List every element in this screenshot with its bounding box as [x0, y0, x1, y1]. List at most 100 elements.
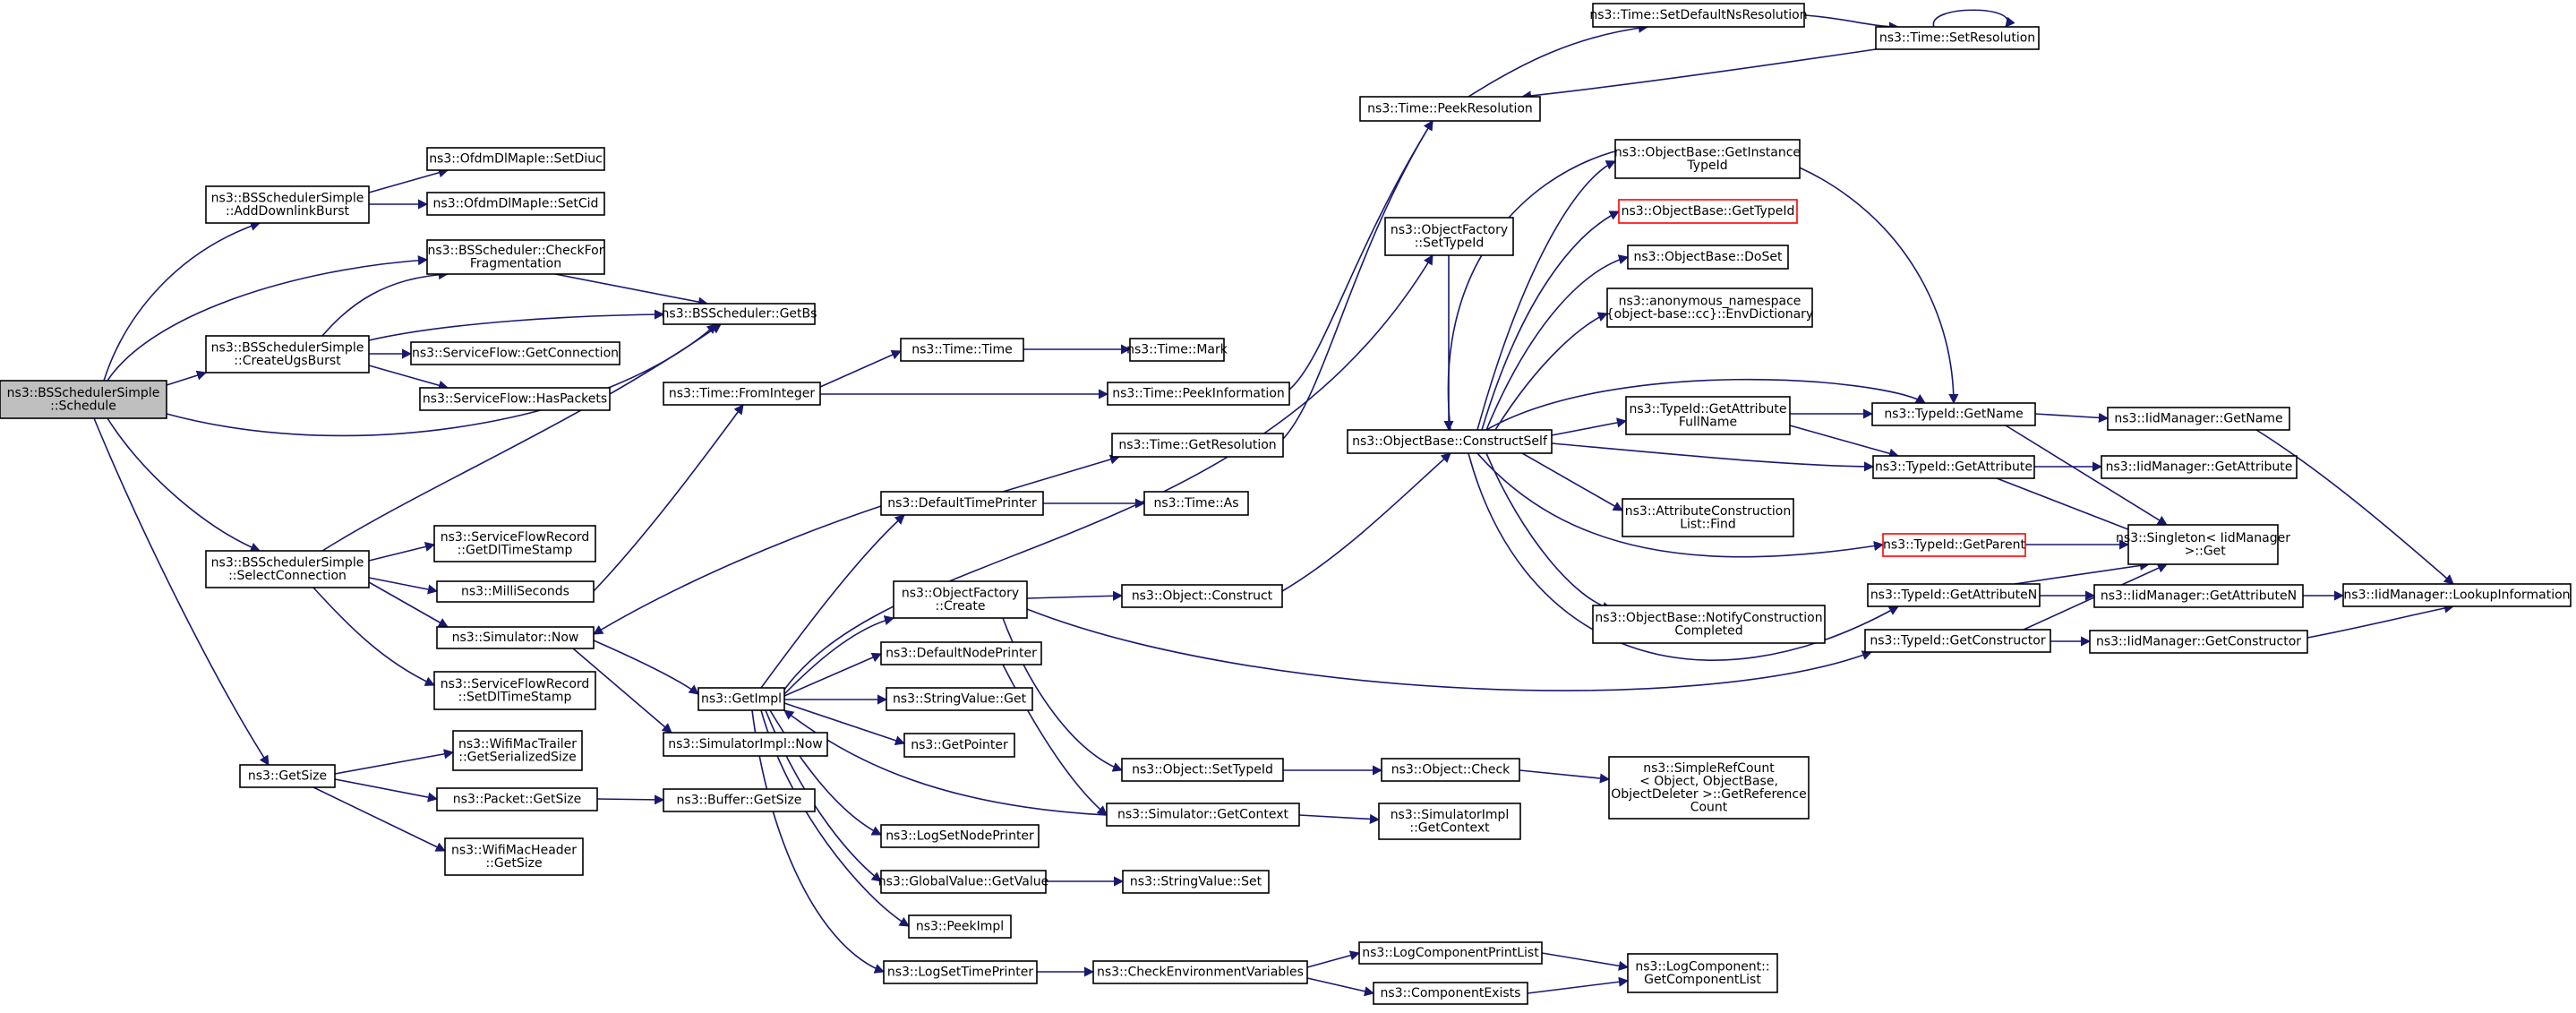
node-n17[interactable]: ns3::WifiMacHeader::GetSize	[444, 837, 584, 876]
node-label-line: ns3::TypeId::GetAttribute	[1630, 402, 1787, 416]
node-n7[interactable]: ns3::ServiceFlow::GetConnection	[410, 341, 620, 365]
node-n30[interactable]: ns3::SimulatorImpl::Now	[663, 732, 828, 757]
edge-n0-to-n9	[107, 417, 261, 553]
node-bsscheduler-getbs[interactable]: ns3::BSScheduler::GetBs	[662, 303, 817, 325]
edge-arrow	[368, 365, 449, 391]
node-label-line: ns3::DefaultTimePrinter	[887, 496, 1037, 511]
node-n2[interactable]: ns3::OfdmDlMapIe::SetDiuc	[426, 147, 605, 171]
node-box	[433, 671, 596, 710]
node-n64[interactable]: ns3::IidManager::GetName	[2107, 407, 2290, 431]
node-n15[interactable]: ns3::WifiMacTrailer::GetSerializedSize	[452, 730, 583, 771]
node-n48[interactable]: ns3::Simulator::GetContext	[1106, 803, 1300, 827]
node-n21[interactable]: ns3::Time::Mark	[1126, 338, 1228, 362]
node-n46[interactable]: ns3::Object::Check	[1381, 758, 1520, 782]
node-n10[interactable]: ns3::ServiceFlowRecord::GetDlTimeStamp	[433, 525, 596, 562]
node-box	[1592, 3, 1805, 28]
node-n43[interactable]: ns3::LogComponent::GetComponentList	[1627, 953, 1778, 993]
node-n35[interactable]: ns3::LogSetNodePrinter	[880, 824, 1040, 848]
node-typeid-getname[interactable]: ns3::TypeId::GetName	[1871, 402, 2036, 426]
node-n9[interactable]: ns3::BSSchedulerSimple::SelectConnection	[205, 550, 370, 588]
node-box	[880, 641, 1042, 665]
edge-n59-to-n64	[2034, 412, 2110, 423]
node-n18[interactable]: ns3::Buffer::GetSize	[663, 788, 816, 812]
node-n50[interactable]: ns3::ObjectFactory::SetTypeId	[1384, 217, 1514, 256]
edge-arrow	[1996, 477, 2151, 539]
node-objectbase-constructself[interactable]: ns3::ObjectBase::ConstructSelf	[1347, 429, 1553, 454]
node-n16[interactable]: ns3::Packet::GetSize	[436, 787, 598, 811]
node-n25[interactable]: ns3::Time::SetDefaultNsResolution	[1589, 3, 1808, 28]
node-n68[interactable]: ns3::IidManager::GetConstructor	[2089, 630, 2308, 654]
node-n47[interactable]: ns3::SimpleRefCount< Object, ObjectBase,…	[1608, 756, 1810, 820]
node-box	[2093, 584, 2304, 608]
node-box	[1882, 533, 2026, 557]
node-n13[interactable]: ns3::ServiceFlowRecord::SetDlTimeStamp	[433, 671, 596, 710]
node-n24[interactable]: ns3::Time::PeekResolution	[1359, 96, 1541, 122]
node-n60[interactable]: ns3::TypeId::GetAttribute	[1872, 455, 2035, 479]
node-box	[2089, 630, 2308, 654]
node-n36[interactable]: ns3::GlobalValue::GetValue	[878, 870, 1048, 894]
node-label-line: ns3::ComponentExists	[1381, 986, 1521, 1000]
node-n61[interactable]: ns3::TypeId::GetParent	[1882, 533, 2026, 557]
node-n40[interactable]: ns3::CheckEnvironmentVariables	[1092, 960, 1308, 984]
node-box	[426, 192, 605, 216]
edge-n31-to-n44	[1026, 590, 1124, 601]
node-n45[interactable]: ns3::Object::SetTypeId	[1121, 758, 1284, 782]
node-n42[interactable]: ns3::ComponentExists	[1373, 982, 1528, 1005]
node-n14[interactable]: ns3::GetSize	[239, 764, 336, 788]
edge-n44-to-n51	[1281, 452, 1451, 592]
node-n54[interactable]: ns3::ObjectBase::DoSet	[1627, 245, 1789, 270]
node-singleton-iidmanager-get[interactable]: ns3::Singleton< IidManager >::Get	[2116, 524, 2290, 565]
node-box	[2342, 583, 2572, 607]
node-n41[interactable]: ns3::LogComponentPrintList	[1358, 941, 1543, 965]
node-simulator-now[interactable]: ns3::Simulator::Now	[436, 626, 595, 649]
node-n38[interactable]: ns3::PeekImpl	[908, 914, 1012, 939]
node-n44[interactable]: ns3::Object::Construct	[1121, 584, 1283, 608]
node-n23[interactable]: ns3::Time::GetResolution	[1111, 433, 1284, 458]
node-getimpl[interactable]: ns3::GetImpl	[697, 687, 785, 711]
node-box	[436, 580, 595, 603]
node-n55[interactable]: ns3::anonymous_namespace{object-base::cc…	[1606, 288, 1813, 328]
node-n67[interactable]: ns3::IidManager::GetAttributeN	[2093, 584, 2304, 608]
node-n27[interactable]: ns3::DefaultTimePrinter	[880, 491, 1044, 516]
node-n32[interactable]: ns3::DefaultNodePrinter	[880, 641, 1042, 665]
node-label-line: ns3::BSSchedulerSimple	[211, 340, 364, 355]
node-n3[interactable]: ns3::OfdmDlMapIe::SetCid	[426, 192, 605, 216]
node-n20[interactable]: ns3::Time::Time	[900, 338, 1024, 362]
node-box	[880, 824, 1040, 848]
root-node-bsschedulersimple-schedule[interactable]: ns3::BSSchedulerSimple::Schedule	[0, 380, 167, 419]
node-n63[interactable]: ns3::TypeId::GetConstructor	[1864, 629, 2051, 653]
node-n33[interactable]: ns3::StringValue::Get	[886, 687, 1033, 711]
node-n62[interactable]: ns3::TypeId::GetAttributeN	[1867, 583, 2041, 607]
node-label-line: GetComponentList	[1644, 973, 1761, 987]
node-n39[interactable]: ns3::LogSetTimePrinter	[883, 960, 1038, 984]
node-n65[interactable]: ns3::IidManager::GetAttribute	[2101, 455, 2298, 479]
edge-n0-to-n14	[93, 417, 270, 766]
node-n8[interactable]: ns3::ServiceFlow::HasPackets	[419, 387, 611, 411]
node-n1[interactable]: ns3::BSSchedulerSimple::AddDownlinkBurst	[205, 185, 370, 224]
node-n11[interactable]: ns3::MilliSeconds	[436, 580, 595, 603]
node-n49[interactable]: ns3::SimulatorImpl::GetContext	[1378, 803, 1521, 840]
node-box	[1381, 758, 1520, 782]
node-iidmanager-lookupinformation[interactable]: ns3::IidManager::LookupInformation	[2342, 583, 2572, 607]
edge-n62-to-n66	[2014, 560, 2151, 585]
node-n28[interactable]: ns3::Time::As	[1143, 491, 1249, 516]
node-n22[interactable]: ns3::Time::PeekInformation	[1107, 382, 1290, 406]
node-n53[interactable]: ns3::ObjectBase::GetTypeId	[1618, 199, 1798, 224]
node-n19[interactable]: ns3::Time::FromInteger	[663, 382, 821, 406]
edge-n24-to-n25	[1468, 22, 1649, 98]
node-n37[interactable]: ns3::StringValue::Set	[1122, 870, 1270, 894]
node-n34[interactable]: ns3::GetPointer	[903, 733, 1015, 758]
node-n26[interactable]: ns3::Time::SetResolution	[1875, 26, 2040, 50]
edge-arrow	[321, 269, 449, 337]
node-label-line: < Object, ObjectBase,	[1639, 774, 1778, 788]
node-n31[interactable]: ns3::ObjectFactory::Create	[893, 580, 1028, 619]
node-n58[interactable]: ns3::ObjectBase::NotifyConstructionCompl…	[1592, 605, 1826, 644]
node-label-line: ns3::LogSetTimePrinter	[887, 966, 1034, 980]
node-box	[444, 837, 584, 876]
node-label-line: ns3::OfdmDlMapIe::SetDiuc	[429, 152, 603, 167]
node-n6[interactable]: ns3::BSSchedulerSimple::CreateUgsBurst	[205, 335, 370, 373]
